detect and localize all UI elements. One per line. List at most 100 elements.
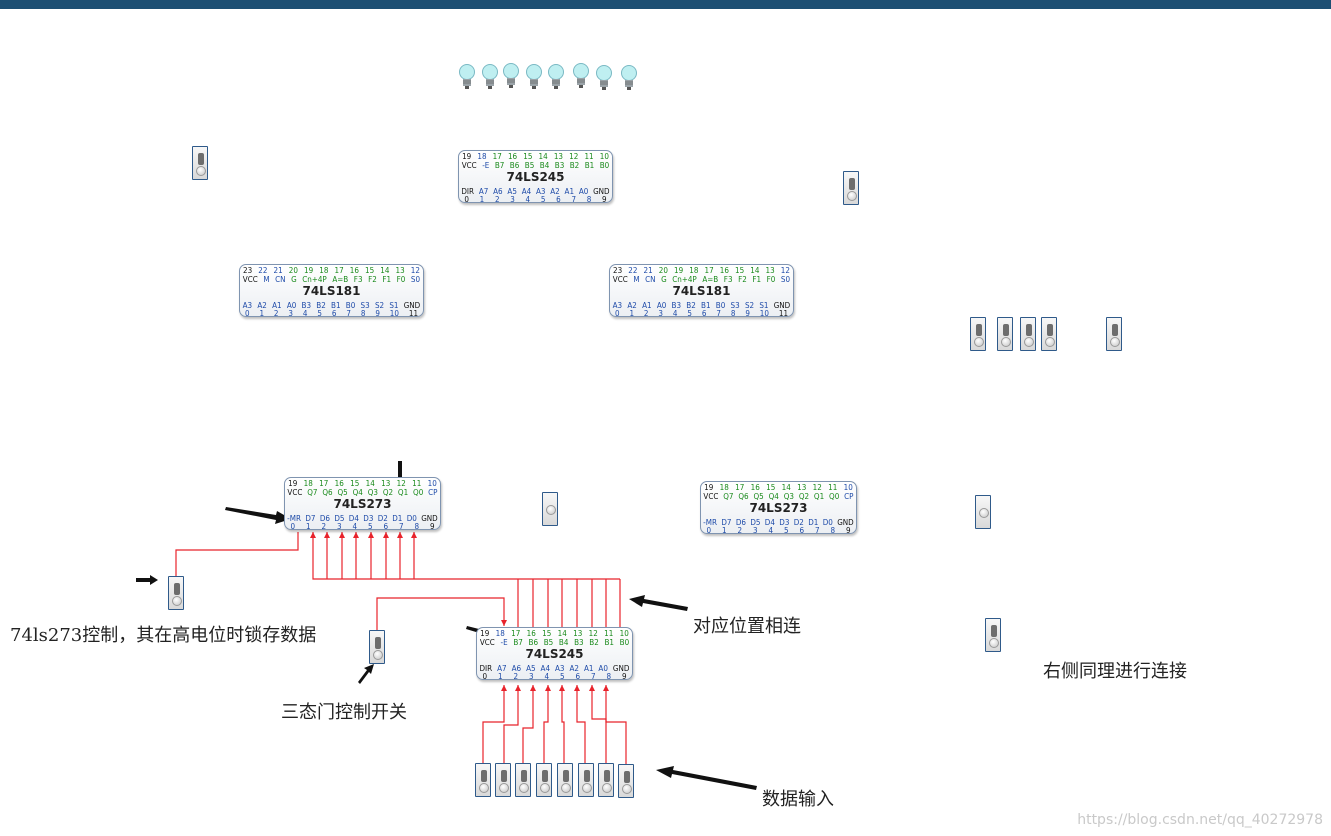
pin-label: DIR <box>479 664 493 673</box>
pin-number: 21 <box>273 266 283 275</box>
toggle-switch-icon[interactable] <box>975 495 991 529</box>
pin-number: 17 <box>334 266 344 275</box>
pin-number: 13 <box>553 152 563 161</box>
pin-number: 3 <box>528 672 534 681</box>
pin-label: A6 <box>511 664 522 673</box>
pin-label: A5 <box>507 187 517 196</box>
pin-number: 15 <box>350 479 360 488</box>
data-input-switch[interactable] <box>515 763 531 797</box>
pin-label: GND <box>837 518 854 527</box>
pin-label: A2 <box>550 187 560 196</box>
toggle-switch-icon[interactable] <box>997 317 1013 351</box>
tristate-control-switch[interactable] <box>369 630 385 664</box>
pin-number: 19 <box>288 479 298 488</box>
pin-number: 1 <box>497 672 503 681</box>
pin-number: 8 <box>606 672 612 681</box>
pin-number: 10 <box>389 309 399 318</box>
data-input-switch[interactable] <box>495 763 511 797</box>
pin-label: VCC <box>242 275 258 284</box>
pin-label: A1 <box>642 301 652 310</box>
pin-number: 4 <box>352 522 358 531</box>
pin-label: D0 <box>822 518 833 527</box>
pin-number: 0 <box>244 309 250 318</box>
toggle-switch-icon[interactable] <box>970 317 986 351</box>
data-input-switch[interactable] <box>598 763 614 797</box>
pin-label: B3 <box>671 301 682 310</box>
latch-control-switch[interactable] <box>168 576 184 610</box>
red-wires <box>175 532 627 768</box>
pin-number: 16 <box>526 629 536 638</box>
data-input-switch[interactable] <box>557 763 573 797</box>
pin-number: 2 <box>513 672 519 681</box>
pin-label: B2 <box>589 638 599 647</box>
pin-label: F1 <box>752 275 762 284</box>
data-input-switch[interactable] <box>578 763 594 797</box>
toggle-switch-icon[interactable] <box>192 146 208 180</box>
pin-number: 5 <box>559 672 565 681</box>
chip-name: 74LS273 <box>333 497 392 511</box>
pin-label: B5 <box>524 161 535 170</box>
pin-number: 8 <box>730 309 736 318</box>
toggle-switch-icon[interactable] <box>1041 317 1057 351</box>
data-input-switch[interactable] <box>536 763 552 797</box>
pin-label: Q3 <box>367 488 378 497</box>
arrow-icon <box>656 766 757 790</box>
toggle-switch-icon[interactable] <box>542 492 558 526</box>
pin-number: 16 <box>719 266 729 275</box>
pin-label: B2 <box>316 301 326 310</box>
pin-label: A7 <box>478 187 489 196</box>
pin-label: Q6 <box>738 492 749 501</box>
pin-label: B1 <box>604 638 614 647</box>
pin-label: B4 <box>539 161 550 170</box>
light-bulb-icon <box>596 65 612 90</box>
data-input-switch[interactable] <box>475 763 491 797</box>
pin-number: 0 <box>706 526 712 535</box>
pin-number: 14 <box>781 483 791 492</box>
pin-number: 15 <box>542 629 552 638</box>
toggle-switch-icon[interactable] <box>985 618 1001 652</box>
pin-label: S2 <box>744 301 755 310</box>
pin-label: GND <box>403 301 421 310</box>
pin-number: 14 <box>380 266 390 275</box>
toggle-switch-icon[interactable] <box>843 171 859 205</box>
toggle-switch-icon[interactable] <box>1106 317 1122 351</box>
pin-label: M <box>263 275 270 284</box>
pin-label: B3 <box>301 301 312 310</box>
pin-number: 14 <box>557 629 567 638</box>
pin-number: 2 <box>737 526 743 535</box>
pin-number: 15 <box>365 266 375 275</box>
pin-number: 5 <box>540 195 546 204</box>
pin-label: D6 <box>319 514 330 523</box>
pin-label: F0 <box>766 275 776 284</box>
pin-number: 7 <box>398 522 404 531</box>
pin-number: 16 <box>334 479 344 488</box>
data-input-switch[interactable] <box>618 764 634 798</box>
toggle-switch-icon[interactable] <box>1020 317 1036 351</box>
pin-number: 1 <box>629 309 635 318</box>
pin-number: 14 <box>365 479 375 488</box>
pin-label: D5 <box>750 518 761 527</box>
pin-number: 10 <box>427 479 437 488</box>
pin-label: A6 <box>493 187 503 196</box>
pin-label: A1 <box>583 664 594 673</box>
pin-label: F1 <box>382 275 392 284</box>
pin-number: 9 <box>621 672 627 681</box>
pin-label: DIR <box>461 187 475 196</box>
pin-number: 19 <box>480 629 490 638</box>
light-bulb-icon <box>482 64 498 89</box>
arrow-icon <box>358 664 374 684</box>
pin-number: 0 <box>614 309 620 318</box>
pin-label: A7 <box>497 664 507 673</box>
